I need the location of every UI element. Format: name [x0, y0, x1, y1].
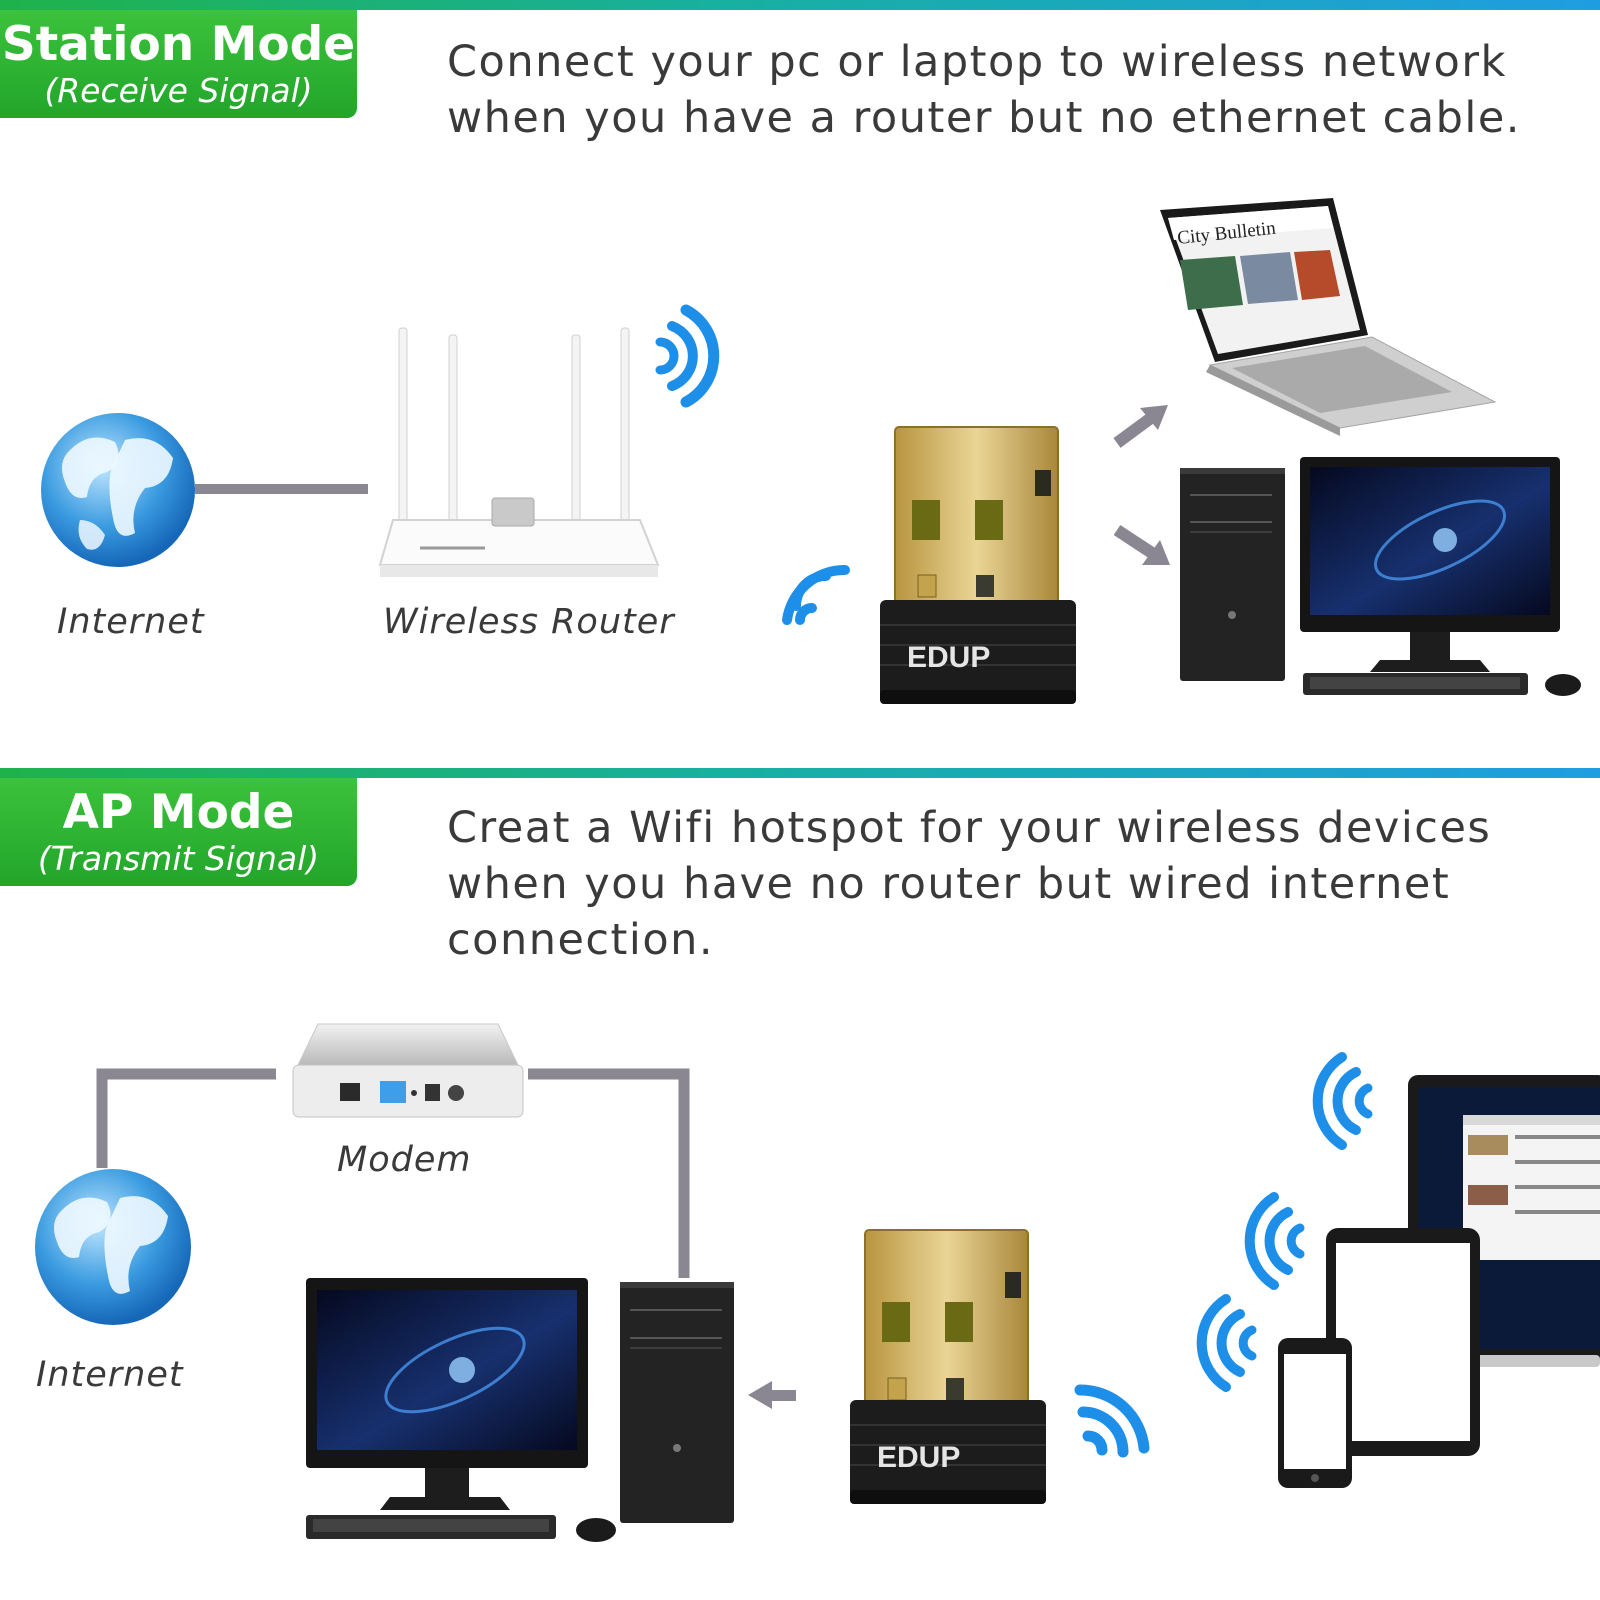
ap-adapter-wifi-icon: [1074, 1384, 1150, 1458]
station-top-bar: [0, 0, 1600, 10]
ap-monitor-icon: [306, 1278, 616, 1542]
ap-description-line1: Creat a Wifi hotspot for your wireless d…: [447, 803, 1492, 853]
arrow-to-laptop-icon: [1113, 405, 1168, 448]
arrow-to-desktop-icon: [1113, 524, 1170, 565]
ap-adapter-brand: EDUP: [877, 1441, 960, 1474]
wireless-router-label: Wireless Router: [383, 602, 675, 642]
device-wifi-signal-icon-3: [1196, 1294, 1257, 1392]
laptop-icon: City Bulletin: [1160, 198, 1497, 436]
ap-laptop-icon: [1400, 1075, 1600, 1367]
modem-label: Modem: [337, 1140, 472, 1180]
station-monitor-icon: [1300, 457, 1581, 696]
ap-cable-lines: [96, 1068, 690, 1278]
station-adapter-brand: EDUP: [907, 641, 990, 674]
router-wifi-signal-icon: [655, 304, 720, 408]
ap-description-line2: when you have no router but wired intern…: [447, 859, 1451, 909]
station-globe-icon: [41, 413, 195, 567]
ap-description-line3: connection.: [447, 915, 715, 965]
ap-usb-adapter-icon: EDUP: [850, 1229, 1046, 1504]
ap-description: Creat a Wifi hotspot for your wireless d…: [447, 800, 1491, 968]
device-wifi-signal-icon-1: [1312, 1052, 1373, 1150]
phone-icon: [1278, 1338, 1352, 1488]
device-wifi-signal-icon-2: [1244, 1192, 1305, 1290]
station-mode-subtitle: (Receive Signal): [44, 71, 313, 110]
ap-arrow-to-tower-icon: [748, 1381, 796, 1409]
ap-globe-icon: [35, 1169, 191, 1325]
ap-mode-badge: AP Mode (Transmit Signal): [0, 778, 357, 886]
station-description: Connect your pc or laptop to wireless ne…: [447, 34, 1521, 146]
station-cable-line: [195, 484, 368, 494]
station-internet-label: Internet: [57, 602, 205, 642]
ap-mode-title: AP Mode: [62, 785, 295, 840]
station-usb-adapter-icon: EDUP: [880, 426, 1076, 704]
ap-internet-label: Internet: [36, 1355, 184, 1395]
modem-icon: [292, 1023, 524, 1118]
tablet-icon: [1326, 1228, 1480, 1456]
station-tower-icon: [1180, 468, 1285, 681]
station-mode-badge: Station Mode (Receive Signal): [0, 10, 357, 118]
station-description-line1: Connect your pc or laptop to wireless ne…: [447, 37, 1507, 87]
ap-top-bar: [0, 768, 1600, 778]
ap-tower-icon: [620, 1282, 734, 1523]
wireless-router-icon: [378, 327, 660, 577]
station-mode-title: Station Mode: [1, 17, 356, 72]
station-description-line2: when you have a router but no ethernet c…: [447, 93, 1521, 143]
station-adapter-wifi-icon: [782, 564, 850, 625]
ap-mode-subtitle: (Transmit Signal): [37, 839, 320, 878]
